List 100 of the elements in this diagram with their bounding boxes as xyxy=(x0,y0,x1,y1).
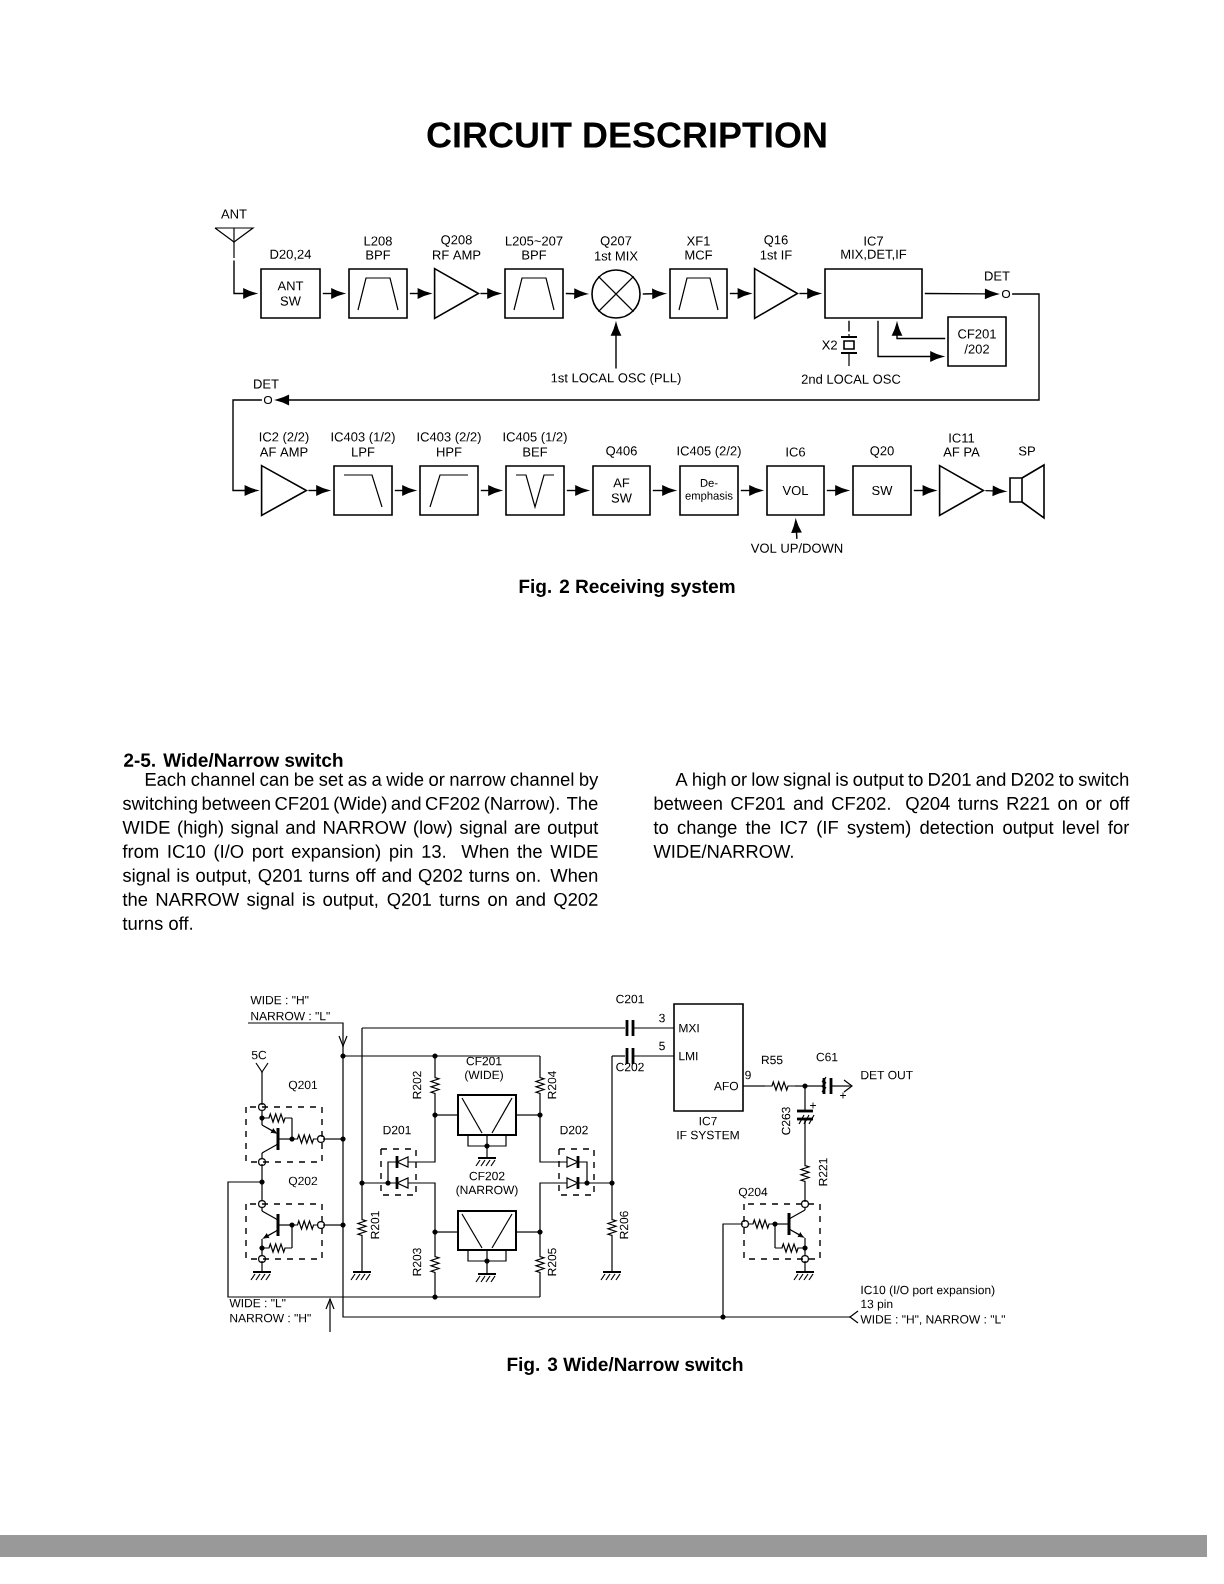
node-label: 9 xyxy=(745,1070,751,1080)
node-label: HPF xyxy=(437,447,462,457)
node-label: IF SYSTEM xyxy=(677,1130,739,1140)
node-label: Q207 xyxy=(600,236,632,248)
component-label: R206 xyxy=(619,1211,629,1239)
node-label: ANT xyxy=(221,209,247,219)
arrow xyxy=(233,259,256,299)
component-label: (WIDE) xyxy=(465,1070,503,1082)
terminal: DET xyxy=(254,379,279,405)
node-label: IC403 (2/2) xyxy=(417,431,481,445)
node-label: IC405 (1/2) xyxy=(503,431,567,445)
component-label: R204 xyxy=(547,1071,557,1099)
component-label: CF202 xyxy=(469,1171,505,1181)
arrow xyxy=(652,485,675,496)
node-label: IC11 xyxy=(949,433,975,443)
node-label: 3 xyxy=(659,1013,665,1023)
amplifier-triangle: Q16 1st IF xyxy=(753,235,799,320)
node-label: IC6 xyxy=(786,447,806,457)
polarity-mark: + xyxy=(810,1102,816,1109)
component-label: C61 xyxy=(816,1052,838,1062)
section-heading: 2-5. Wide/Narrow switch xyxy=(124,752,343,768)
node-label: Q208 xyxy=(441,235,472,247)
node-label: 1st IF xyxy=(760,250,792,260)
node-label: XF1 xyxy=(686,236,710,246)
signal-label: WIDE : "H", NARROW : "L" xyxy=(860,1315,1005,1325)
node-label: IC7 xyxy=(864,236,883,246)
node-label: DET xyxy=(985,271,1010,281)
arrow xyxy=(232,399,263,496)
arrow xyxy=(892,323,946,340)
component-label: C202 xyxy=(616,1062,644,1072)
arrow xyxy=(479,288,500,299)
filter-block: XF1 MCF xyxy=(669,236,728,319)
signal-label: WIDE : "H" xyxy=(250,995,309,1005)
node-label: Q406 xyxy=(606,446,637,458)
node-label: MIX,DET,IF xyxy=(841,249,907,261)
component-label: C201 xyxy=(616,994,644,1004)
arrow xyxy=(984,485,1006,496)
node-label: L208 xyxy=(364,236,392,246)
node-label: L205~207 xyxy=(505,236,563,246)
signal-label: NARROW : "L" xyxy=(251,1011,330,1021)
figure-caption: Fig. 3 Wide/Narrow switch xyxy=(507,1357,743,1375)
block-box: Q20 SW xyxy=(852,446,912,516)
node-label: MCF xyxy=(685,250,713,260)
node-label: Q16 xyxy=(764,235,788,247)
arrow xyxy=(791,520,802,540)
connecting-line xyxy=(848,320,850,333)
node-label: 5 xyxy=(659,1041,665,1051)
component-label: R202 xyxy=(412,1071,422,1099)
block-box: D20,24 ANT SW xyxy=(260,249,321,319)
arrow xyxy=(409,288,431,299)
ic-box: MXI LMI AFO 3 5 9 IC7 IF SYSTEM xyxy=(659,1003,751,1140)
arrow xyxy=(642,288,665,299)
node-label: IC403 (1/2) xyxy=(331,431,395,445)
node-label: Q20 xyxy=(870,446,894,458)
arrow xyxy=(480,485,501,496)
body-paragraph: A high or low signal is output to D201 and D202 to switch between CF201 and CF202. Q204 turns R221 on or off to change the IC7 (IF system) detection output level for WIDE/NARROW. xyxy=(653,772,1130,858)
arrow xyxy=(307,485,329,496)
component-label: R221 xyxy=(818,1158,828,1186)
component-label: Q201 xyxy=(288,1080,318,1092)
node-label: IC405 (2/2) xyxy=(677,445,741,459)
node-label: BEF xyxy=(523,447,548,457)
filter-block: IC403 (2/2) HPF xyxy=(417,431,481,516)
component-label: R205 xyxy=(547,1248,557,1276)
component-label: (NARROW) xyxy=(456,1185,518,1197)
filter-block: IC405 (1/2) BEF xyxy=(503,431,567,516)
component-label: C263 xyxy=(781,1107,791,1135)
amplifier-triangle: IC11 AF PA xyxy=(938,433,986,517)
signal-label: IC10 (I/O port expansion) xyxy=(861,1285,995,1297)
signal-label: DET OUT xyxy=(861,1070,913,1080)
node-label: BPF xyxy=(366,250,391,260)
block-box: Q406 AF SW xyxy=(592,446,651,516)
component-label: Q204 xyxy=(738,1187,768,1199)
signal-label: NARROW : "H" xyxy=(230,1313,311,1323)
node-label: SP xyxy=(1018,446,1035,456)
body-paragraph: Each channel can be set as a wide or narrow channel by switching between CF201 (Wide) and CF202 (Narrow). The WIDE (high) signal and NARROW (low) signal are output from IC10 (I/O port expansion) pin 13. When the WIDE signal is output, Q201 turns off and Q202 turns on. When the NARROW signal is output, Q201 turns on and Q202 turns off. xyxy=(122,772,599,930)
block-box: IC7 MIX,DET,IF xyxy=(824,236,923,319)
node-label: LPF xyxy=(352,447,375,457)
page-title: CIRCUIT DESCRIPTION xyxy=(427,122,826,148)
node-label: AF PA xyxy=(943,447,980,457)
arrow xyxy=(394,485,415,496)
polarity-mark: + xyxy=(840,1092,846,1099)
node-label: AF AMP xyxy=(259,447,308,457)
speaker: SP xyxy=(1009,446,1045,520)
amplifier-triangle: IC2 (2/2) AF AMP xyxy=(259,431,309,517)
signal-label: 13 pin xyxy=(861,1299,893,1311)
node-label: RF AMP xyxy=(433,250,481,260)
arrow xyxy=(877,320,943,362)
filter-block: IC403 (1/2) LPF xyxy=(331,431,395,516)
arrow xyxy=(276,293,1040,405)
node-label: 1st MIX xyxy=(594,251,638,261)
block-box: CF201 /202 xyxy=(947,316,1007,367)
terminal: DET xyxy=(985,271,1011,299)
arrow xyxy=(826,485,848,496)
component-label: R201 xyxy=(370,1211,380,1239)
component-label: CF201 xyxy=(466,1056,502,1066)
signal-label: WIDE : "L" xyxy=(229,1298,286,1308)
arrow xyxy=(565,288,587,299)
arrow xyxy=(729,288,751,299)
antenna: ANT xyxy=(213,209,255,259)
signal-label: VOL UP/DOWN xyxy=(750,543,843,553)
